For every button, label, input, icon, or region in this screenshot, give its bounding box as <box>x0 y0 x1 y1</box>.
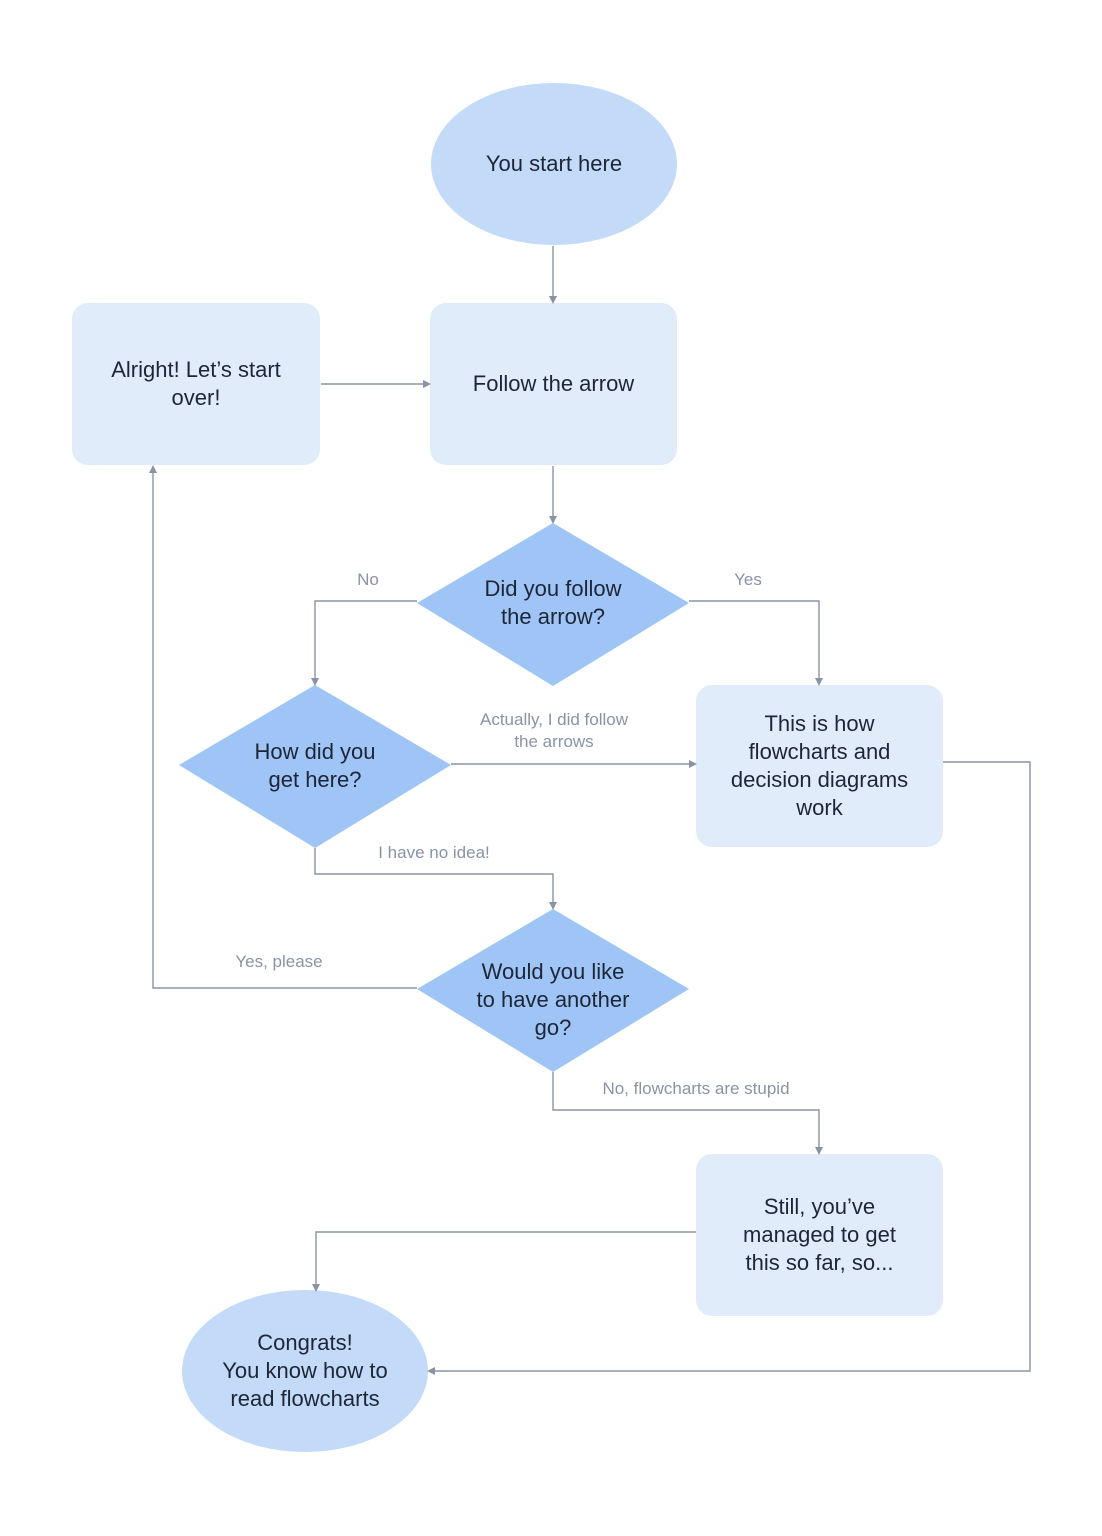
did-follow-label: Did you follow the arrow? <box>484 576 622 629</box>
start-node-label: You start here <box>485 151 623 176</box>
did-follow-diamond-shape <box>417 523 689 686</box>
this-is-how-node-shape <box>696 685 943 847</box>
another-go-label: Would you like to have another go? <box>476 959 630 1040</box>
arrowhead-down <box>815 1147 823 1155</box>
edge-label-yes-please: Yes, please <box>235 952 323 971</box>
arrowhead-down <box>549 902 557 910</box>
this-is-how-label: This is how flowcharts and decision diag… <box>730 711 909 820</box>
edge-label-actually: Actually, I did follow the arrows <box>479 710 629 751</box>
follow-node-shape <box>430 303 677 465</box>
connectors <box>152 246 1031 1372</box>
restart-node-shape <box>72 303 320 465</box>
congrats-node-shape <box>182 1290 428 1452</box>
edge-label-no-idea: I have no idea! <box>378 843 490 862</box>
still-node-label: Still, you’ve managed to get this so far… <box>743 1194 896 1275</box>
edge-label-no-stupid: No, flowcharts are stupid <box>602 1079 790 1098</box>
arrowhead-down <box>311 678 319 686</box>
arrowheads <box>149 296 823 1375</box>
congrats-node-label: Congrats! You know how to read flowchart… <box>222 1330 388 1411</box>
restart-node-label: Alright! Let’s start over! <box>111 357 281 410</box>
arrow-this-is-how-to-congrats <box>435 761 1031 1372</box>
arrow-another-go-no-stupid <box>552 1072 820 1147</box>
arrow-still-to-congrats <box>315 1231 696 1284</box>
another-go-diamond-shape <box>417 909 689 1072</box>
arrowhead-left <box>427 1367 435 1375</box>
arrow-how-here-no-idea <box>314 848 554 902</box>
follow-node-label: Follow the arrow <box>472 371 635 396</box>
still-node-shape <box>696 1154 943 1316</box>
arrow-another-go-yes-please <box>152 473 417 989</box>
how-here-label: How did you get here? <box>254 739 376 792</box>
arrowhead-right <box>689 760 697 768</box>
arrowhead-down <box>549 296 557 304</box>
start-node-shape <box>431 83 677 245</box>
edge-label-yes: Yes <box>734 570 762 589</box>
arrow-did-follow-yes <box>689 600 820 678</box>
arrow-did-follow-no <box>314 600 417 678</box>
arrowhead-up <box>149 465 157 473</box>
arrowhead-down <box>815 678 823 686</box>
arrowhead-down <box>549 516 557 524</box>
edge-label-no: No <box>357 570 379 589</box>
how-here-diamond-shape <box>179 685 451 848</box>
arrowhead-down <box>312 1284 320 1292</box>
arrowhead-right <box>423 380 431 388</box>
